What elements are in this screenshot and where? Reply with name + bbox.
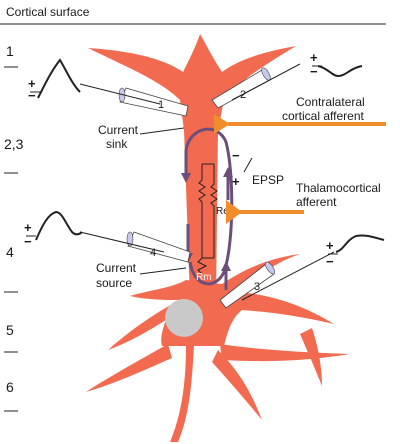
trace-3-minus: −: [326, 254, 334, 269]
current-source-pointer: [139, 267, 187, 275]
current-source-line2: source: [96, 276, 132, 290]
trace-4-plus: +: [24, 220, 32, 235]
current-source-line1: Current: [96, 261, 137, 275]
resistor-ri: [198, 164, 206, 258]
contralateral-afferent: [214, 114, 386, 134]
trace-electrode-2: [317, 65, 363, 78]
electrode-3-number: 3: [254, 281, 260, 293]
apical-tuft: [88, 34, 296, 300]
epsp-minus: −: [232, 148, 240, 163]
contralateral-label-line2: cortical afferent: [282, 109, 364, 123]
epsp-label: EPSP: [252, 173, 284, 187]
electrode-4-tip: [126, 231, 134, 247]
electrode-2: [211, 63, 301, 109]
soma: [165, 299, 203, 337]
trace-3-plus: +: [326, 238, 334, 253]
electrode-1-wire: [79, 83, 161, 105]
electrode-3: [219, 251, 335, 309]
basal-dendrite-left: [86, 344, 172, 392]
layer-label-1: 1: [6, 43, 14, 59]
electrode-2-number: 2: [240, 89, 246, 101]
trace-4-minus: −: [24, 234, 32, 249]
ri-label: Ri: [174, 206, 183, 217]
electrode-4-shaft: [127, 231, 191, 263]
re-label: Re: [216, 206, 229, 217]
resistor-re: [210, 164, 218, 258]
trace-2-minus: −: [310, 64, 318, 79]
thalamocortical-afferent-terminal: [226, 200, 242, 224]
thalamocortical-label-line1: Thalamocortical: [296, 181, 381, 195]
electrode-1: [79, 83, 189, 117]
contralateral-label-line1: Contralateral: [296, 95, 365, 109]
layer-label-6: 6: [6, 379, 14, 395]
trace-electrode-1: [37, 58, 81, 99]
current-sink-line1: Current: [98, 123, 139, 137]
cortical-surface-label: Cortical surface: [6, 5, 90, 19]
trace-1-minus: −: [28, 88, 36, 103]
axon: [170, 346, 194, 442]
basal-dendrite-lower-right: [212, 350, 262, 420]
electrode-3-tip: [264, 261, 276, 275]
current-sink-line2: sink: [106, 137, 128, 151]
epsp-marker: − + EPSP: [232, 148, 284, 189]
trace-electrode-3: [335, 234, 385, 253]
current-sink-pointer: [139, 127, 185, 135]
electrode-2-wire: [231, 63, 301, 101]
electrode-1-number: 1: [158, 99, 164, 111]
electrode-3-wire: [241, 251, 335, 301]
basal-dendrite-far-right: [300, 328, 322, 386]
trace-2-plus: +: [310, 50, 318, 65]
layer-label-23: 2,3: [4, 136, 24, 152]
electrode-4-number: 4: [150, 247, 156, 259]
resistor-network: [197, 163, 218, 275]
trace-electrode-4: [35, 210, 83, 241]
contralateral-afferent-terminal: [214, 114, 230, 134]
trace-1-plus: +: [28, 76, 36, 91]
layer-label-5: 5: [6, 322, 14, 338]
layer-label-4: 4: [6, 244, 14, 260]
electrode-4-wire: [79, 231, 165, 253]
rm-label: Rm: [196, 272, 212, 283]
epsp-plus: +: [232, 174, 240, 189]
epsp-slash: [243, 157, 253, 173]
basal-dendrite-right: [220, 344, 350, 362]
electrode-4: [79, 231, 191, 263]
thalamocortical-label-line2: afferent: [296, 195, 337, 209]
resistor-rm: [197, 257, 208, 275]
thalamocortical-afferent: [226, 200, 304, 224]
